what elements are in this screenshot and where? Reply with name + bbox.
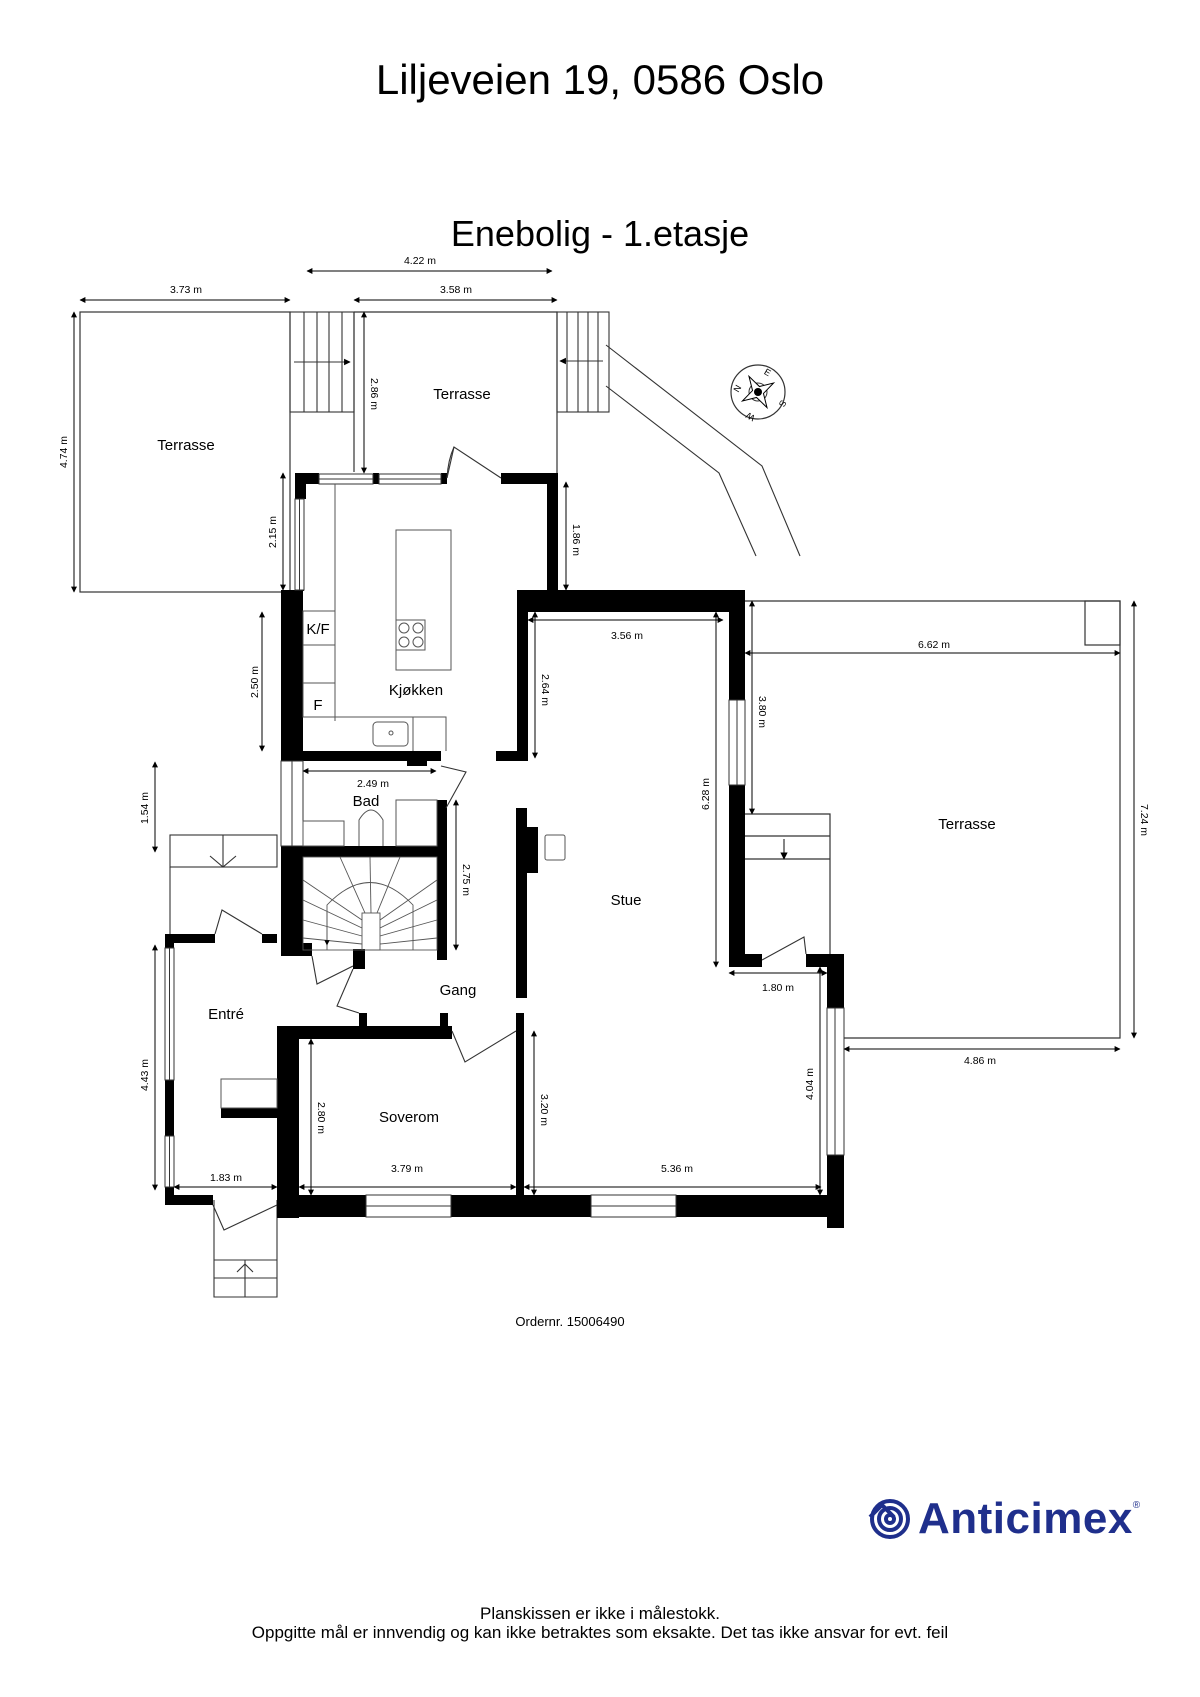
terrace-left (79, 311, 291, 593)
dim-486: 4.86 m (964, 1055, 996, 1067)
disclaimer-line-1: Planskissen er ikke i målestokk. (480, 1604, 720, 1623)
dim-180: 1.80 m (762, 982, 794, 994)
dim-264: 2.64 m (539, 674, 551, 706)
entry-deck (169, 834, 278, 938)
address-title: Liljeveien 19, 0586 Oslo (375, 56, 825, 103)
dim-215: 2.15 m (267, 516, 279, 548)
dim-275: 2.75 m (460, 864, 472, 896)
dimension-lines (71, 268, 1137, 1196)
room-label-terrace-right: Terrasse (938, 816, 996, 833)
terrace-stairs-left (289, 311, 355, 413)
dim-183: 1.83 m (210, 1172, 242, 1184)
compass-s: S (777, 398, 789, 408)
dim-358: 3.58 m (440, 284, 472, 296)
terrace-right (741, 600, 1121, 1039)
room-label-living: Stue (611, 892, 642, 909)
dim-356: 3.56 m (611, 630, 643, 642)
fridge-freezer-label: K/F (306, 621, 329, 638)
room-label-entrance: Entré (208, 1006, 244, 1023)
compass-n: N (731, 383, 743, 394)
windows (164, 473, 845, 1218)
floor-title: Enebolig - 1.etasje (450, 213, 750, 254)
order-number: Ordernr. 15006490 (515, 1314, 625, 1329)
registered-mark: ® (1132, 1499, 1141, 1511)
dim-724: 7.24 m (1138, 804, 1150, 836)
room-label-bathroom: Bad (353, 793, 380, 810)
room-label-bedroom: Soverom (379, 1109, 439, 1126)
dim-154: 1.54 m (139, 792, 151, 824)
dim-380: 3.80 m (756, 696, 768, 728)
disclaimer-line-2: Oppgitte mål er innvendig og kan ikke be… (251, 1623, 949, 1642)
dim-320: 3.20 m (538, 1094, 550, 1126)
walls (165, 473, 844, 1228)
spiral-stair (302, 856, 438, 951)
dim-373: 3.73 m (170, 284, 202, 296)
room-label-terrace-top: Terrasse (433, 386, 491, 403)
room-label-kitchen: Kjøkken (389, 682, 443, 699)
dim-250: 2.50 m (249, 666, 261, 698)
kitchen-fixtures (302, 484, 452, 751)
dimension-labels: 4.22 m 3.73 m 3.58 m 4.74 m 2.86 m 2.15 … (58, 255, 1150, 1184)
freezer-label: F (313, 697, 322, 714)
dim-379: 3.79 m (391, 1163, 423, 1175)
entry-stairs (213, 1200, 278, 1298)
dim-536: 5.36 m (661, 1163, 693, 1175)
disclaimer: Planskissen er ikke i målestokk. Oppgitt… (0, 1604, 1200, 1642)
dim-404: 4.04 m (804, 1068, 816, 1100)
room-label-terrace-left: Terrasse (157, 437, 215, 454)
compass-icon: N E S W (730, 364, 789, 423)
room-labels: Terrasse Terrasse Terrasse Kjøkken Bad S… (157, 386, 996, 1126)
dim-628: 6.28 m (700, 778, 712, 810)
other-fixtures (220, 834, 566, 1109)
dim-443: 4.43 m (139, 1059, 151, 1091)
bath-fixtures (302, 799, 438, 847)
garden-path (605, 344, 801, 557)
doors (212, 446, 807, 1231)
room-label-hall: Gang (440, 982, 477, 999)
dim-474: 4.74 m (58, 436, 70, 468)
dim-422: 4.22 m (404, 255, 436, 267)
compass-e: E (762, 367, 772, 379)
dim-280: 2.80 m (315, 1102, 327, 1134)
dim-286: 2.86 m (368, 378, 380, 410)
dim-249: 2.49 m (357, 778, 389, 790)
brand-name: Anticimex (918, 1494, 1133, 1543)
dim-662: 6.62 m (918, 639, 950, 651)
terrace-stairs-right (556, 311, 610, 413)
anticimex-mark-icon (868, 1499, 910, 1539)
dim-186: 1.86 m (570, 524, 582, 556)
anticimex-logo: Anticimex ® (868, 1494, 1140, 1544)
